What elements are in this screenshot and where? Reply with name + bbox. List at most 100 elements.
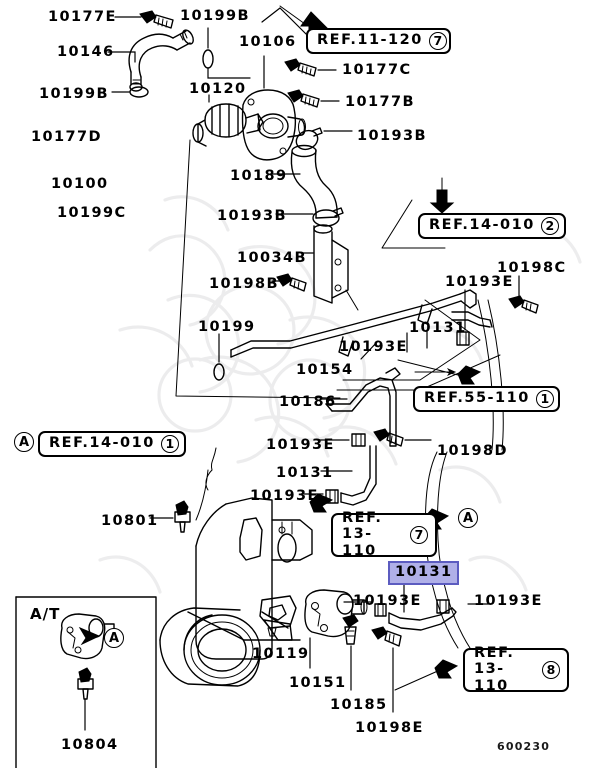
part-label[interactable]: 10177B [345, 94, 415, 110]
part-10146-hose [128, 29, 194, 92]
part-label-highlighted[interactable]: 10131 [388, 561, 460, 585]
reference-box-text: REF. 13-110 [342, 510, 383, 559]
part-label[interactable]: 10801 [101, 513, 159, 529]
part-10198E-bolt [371, 626, 402, 713]
part-label[interactable]: 10186 [279, 394, 337, 410]
reference-box[interactable]: REF.11-120 7 [306, 28, 451, 54]
part-label[interactable]: 10198E [355, 720, 424, 736]
part-10189-hose [271, 144, 338, 219]
part-label[interactable]: 10151 [289, 675, 347, 691]
pointer-poly-a [342, 299, 481, 381]
part-10801-sensor [149, 500, 191, 533]
part-label[interactable]: 10177E [48, 9, 117, 25]
part-label[interactable]: 10199B [180, 8, 250, 24]
part-label[interactable]: 10198C [497, 260, 567, 276]
leader-10106-branch-a [261, 7, 281, 23]
reference-box-number: 2 [540, 216, 559, 235]
part-10177E-bolt [139, 10, 174, 29]
reference-box-text: REF. 13-110 [474, 645, 515, 694]
part-label[interactable]: 10131 [276, 465, 334, 481]
inset-part-housing [60, 613, 115, 660]
reference-box-text: REF.14-010 [429, 217, 535, 234]
reference-box-text: REF.14-010 [49, 435, 155, 452]
part-label[interactable]: 10154 [296, 362, 354, 378]
part-10199B-oring-left [111, 86, 149, 98]
part-label[interactable]: 10189 [230, 168, 288, 184]
part-label[interactable]: 10193B [217, 208, 287, 224]
part-label[interactable]: 10193E [250, 488, 319, 504]
part-label[interactable]: 10193E [266, 437, 335, 453]
part-10177C-bolt [284, 58, 337, 77]
part-label[interactable]: 10193E [445, 274, 514, 290]
part-10199B-oring-top [202, 27, 251, 79]
part-label[interactable]: 10120 [189, 81, 247, 97]
inset-at-label: A/T [30, 605, 61, 623]
part-10193E-clamp-mid-lower [303, 489, 339, 504]
part-label[interactable]: 10198D [437, 443, 508, 459]
part-label[interactable]: 10199 [198, 319, 256, 335]
part-label[interactable]: 10199C [57, 205, 127, 221]
part-label[interactable]: 10119 [252, 646, 310, 662]
part-label[interactable]: 10193B [357, 128, 427, 144]
part-10131-hose-mid [320, 445, 377, 506]
part-10034B-bracket [300, 224, 359, 311]
part-10186-pipe [321, 367, 401, 447]
part-label[interactable]: 10185 [330, 697, 388, 713]
reference-box-number: 1 [535, 389, 554, 408]
curve-right-upper [477, 299, 494, 451]
reference-box-text: REF.55-110 [424, 390, 530, 407]
reference-box[interactable]: REF.55-110 1 [413, 386, 560, 412]
part-label[interactable]: 10193E [339, 339, 408, 355]
part-label[interactable]: 10177C [342, 62, 412, 78]
reference-box[interactable]: REF. 13-110 7 [331, 510, 437, 559]
reference-box[interactable]: REF. 13-110 8 [463, 645, 569, 694]
part-10193E-clamp-lower-right [343, 601, 387, 617]
part-label[interactable]: 10100 [51, 176, 109, 192]
reference-box-number: 7 [428, 31, 447, 50]
reference-box[interactable]: REF.14-010 2 [418, 213, 566, 239]
part-10198C-bolt [508, 275, 539, 314]
reference-box-text: REF.11-120 [317, 32, 423, 49]
part-10106-housing [241, 55, 306, 161]
part-label[interactable]: 10193E [474, 593, 543, 609]
part-10120-thermostat [192, 94, 264, 147]
part-label[interactable]: 10193E [353, 593, 422, 609]
crank-pulley [159, 607, 261, 687]
arrow-to-circletag-A-inset [78, 626, 101, 646]
callout-tag[interactable]: A [104, 628, 124, 648]
arrow-to-ref-55-110 [397, 359, 482, 385]
part-10185-bolt [342, 614, 359, 691]
part-label[interactable]: 10198B [209, 276, 279, 292]
callout-tag[interactable]: A [458, 508, 478, 528]
part-label[interactable]: 10131 [409, 320, 467, 336]
inset-part-10804-sensor [77, 667, 94, 731]
reference-box-number: 7 [410, 525, 428, 544]
part-10131-hose-upper-right [426, 311, 493, 349]
part-10199-oring [213, 333, 225, 381]
part-label[interactable]: 10034B [237, 250, 307, 266]
part-label[interactable]: 10146 [57, 44, 115, 60]
leader-10106-branch-b [279, 7, 307, 35]
drawing-code: 600230 [497, 740, 551, 753]
part-10198D-bolt [373, 428, 432, 447]
part-10198B-bolt [271, 273, 307, 292]
part-10193E-clamp-mid-upper [317, 433, 366, 447]
part-label[interactable]: 10199B [39, 86, 109, 102]
part-10193B-clamp-upper [295, 127, 353, 151]
engine-block-outline [187, 447, 313, 660]
part-10193E-clamp-a [456, 289, 470, 346]
arrow-to-ref-13-110-8 [394, 659, 459, 691]
part-10119-gasket [259, 595, 297, 641]
part-label[interactable]: 10804 [61, 737, 119, 753]
construction-diagonal-mid [381, 199, 446, 249]
construction-diagonal-left [175, 139, 341, 399]
part-label[interactable]: 10177D [31, 129, 102, 145]
callout-tag[interactable]: A [14, 432, 34, 452]
curve-right-upper-b [487, 299, 504, 451]
part-label[interactable]: 10106 [239, 34, 297, 50]
arrow-to-ref-14-010-2 [429, 177, 455, 214]
reference-box-number: 8 [542, 660, 560, 679]
